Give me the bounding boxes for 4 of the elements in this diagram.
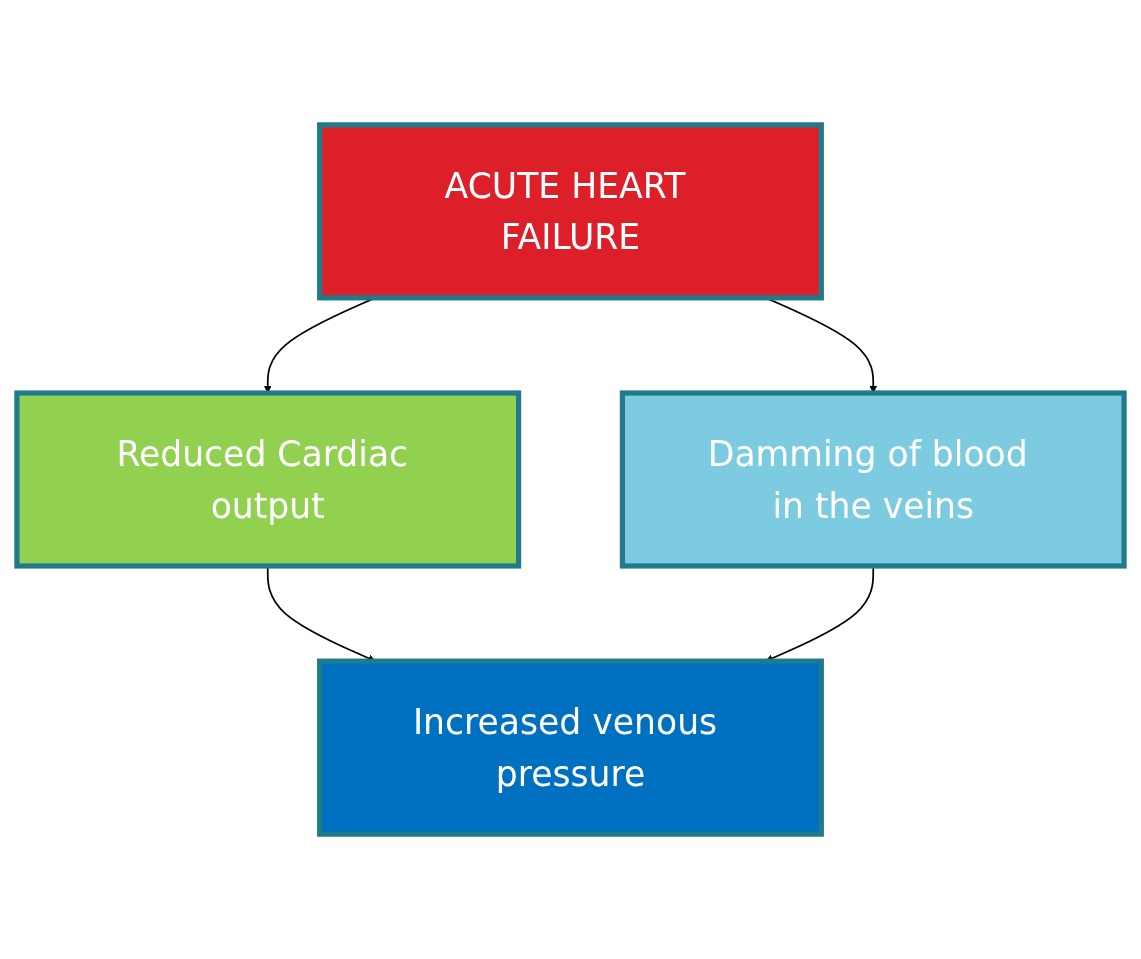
node-box: Reduced Cardiac output <box>14 390 522 569</box>
node-box: ACUTE HEART FAILURE <box>317 122 824 301</box>
node-box: Increased venous pressure <box>317 658 824 837</box>
node-box: Damming of blood in the veins <box>619 390 1127 569</box>
